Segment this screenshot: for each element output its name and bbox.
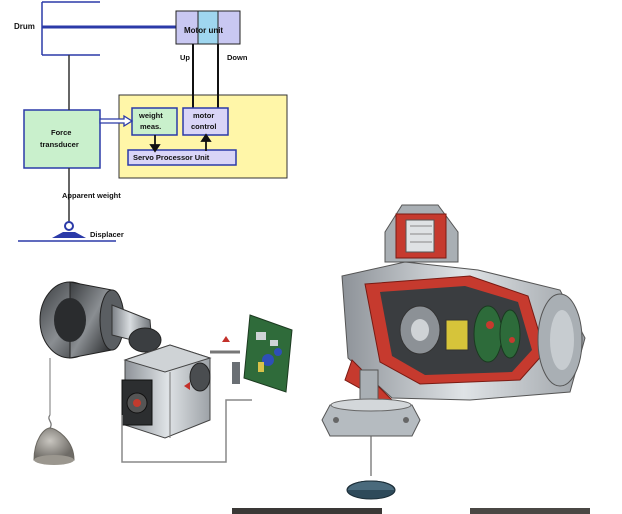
photo-strip-left [232, 508, 382, 514]
force-transducer-label-1: Force [51, 128, 71, 137]
up-label: Up [180, 53, 190, 62]
tank-gauge-cutaway-illustration [321, 204, 586, 500]
arrow-icon [149, 133, 212, 153]
photo-strip-right [470, 508, 590, 514]
double-arrow-icon [99, 114, 134, 128]
drum-servo-mechanism-illustration [33, 281, 293, 465]
force-transducer-label-2: transducer [40, 140, 79, 149]
motor-control-label-2: control [191, 122, 216, 131]
schematic-diagram: Drum Motor unit Up Down weight meas. mot… [14, 1, 288, 242]
displacer-label: Displacer [90, 230, 124, 239]
motor-unit-label: Motor unit [184, 26, 223, 35]
motor-control-box [182, 107, 229, 136]
force-transducer-box [23, 109, 101, 169]
drum [41, 1, 176, 56]
weight-meas-label-2: meas. [140, 122, 161, 131]
weight-meas-box [131, 107, 178, 136]
drum-label: Drum [14, 22, 35, 31]
displacer-icon [18, 221, 116, 242]
servo-processor-label: Servo Processor Unit [133, 153, 210, 162]
motor-unit-block [175, 10, 241, 45]
weight-meas-label-1: weight [138, 111, 163, 120]
servo-processor-box [127, 149, 237, 166]
apparent-weight-label: Apparent weight [62, 191, 121, 200]
motor-control-label-1: motor [193, 111, 214, 120]
down-label: Down [227, 53, 248, 62]
